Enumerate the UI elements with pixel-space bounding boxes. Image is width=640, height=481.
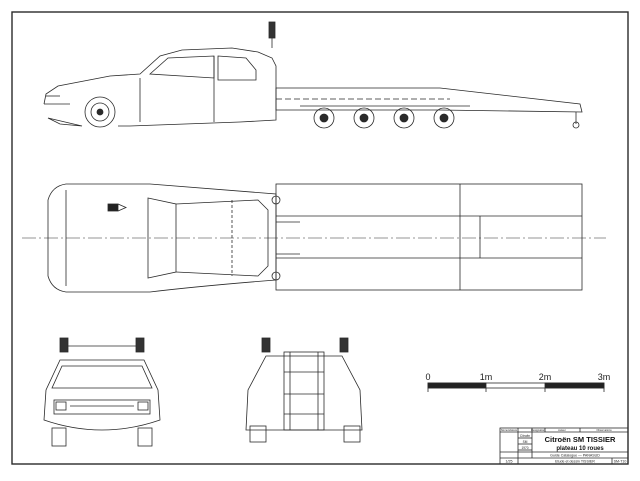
title-block-frame <box>499 427 629 465</box>
scale-label-2m: 2m <box>539 372 552 382</box>
side-view <box>43 21 583 129</box>
rear-tyre-right <box>343 425 361 443</box>
rear-ramp <box>283 351 325 431</box>
trailer-wheels <box>313 107 455 129</box>
title-header-cell-4: Observations <box>596 428 612 432</box>
front-tyre-left <box>51 427 67 447</box>
front-beacon-right-icon <box>135 337 145 353</box>
drawing-title: Citroën SM TISSIER <box>545 435 616 444</box>
car-top-roof <box>175 199 269 277</box>
title-block <box>499 427 629 465</box>
rear-body-outline <box>245 355 363 431</box>
drawing-border <box>11 11 629 465</box>
front-tyre-right <box>137 427 153 447</box>
title-small-cell-2: SM <box>523 440 528 444</box>
front-body-outline <box>43 359 161 431</box>
trailer-top-outline <box>275 183 583 291</box>
trailer-deck <box>275 87 583 113</box>
title-small-cell-3: 1970 <box>521 446 528 450</box>
title-header-cell-2: Designation <box>531 428 545 432</box>
marker-icon <box>107 203 119 212</box>
title-header-cell-1: Nomenclature <box>501 428 518 432</box>
front-windshield <box>51 365 153 389</box>
rear-beacon-right-icon <box>339 337 349 353</box>
scale-label-0: 0 <box>425 372 430 382</box>
scale-label-3m: 3m <box>598 372 611 382</box>
title-small-cell-1: Citroën <box>520 434 531 438</box>
car-rear-window <box>217 55 257 81</box>
title-block-scale-code: 1/25 <box>506 460 513 464</box>
drawing-subtitle: plateau 10 roues <box>556 446 604 452</box>
front-view <box>43 337 161 447</box>
front-beacon-left-icon <box>59 337 69 353</box>
car-front-window <box>149 55 215 79</box>
scale-label-1m: 1m <box>480 372 493 382</box>
title-block-ref-code: SM-T10 <box>614 460 627 464</box>
rear-view <box>245 337 363 443</box>
top-view <box>22 183 606 293</box>
scale-bar <box>427 382 605 392</box>
rear-tyre-left <box>249 425 267 443</box>
front-wheel <box>84 96 116 128</box>
car-body-outline <box>43 47 277 127</box>
title-block-line-1: Guide Catalogue — PANASUD <box>550 454 600 458</box>
rear-beacon-left-icon <box>261 337 271 353</box>
title-header-cell-3: Auteur <box>558 428 566 432</box>
front-grille <box>53 399 151 415</box>
title-block-line-2: Etude et dessin TISSIER <box>555 460 595 464</box>
roof-beacon-icon <box>268 21 276 39</box>
